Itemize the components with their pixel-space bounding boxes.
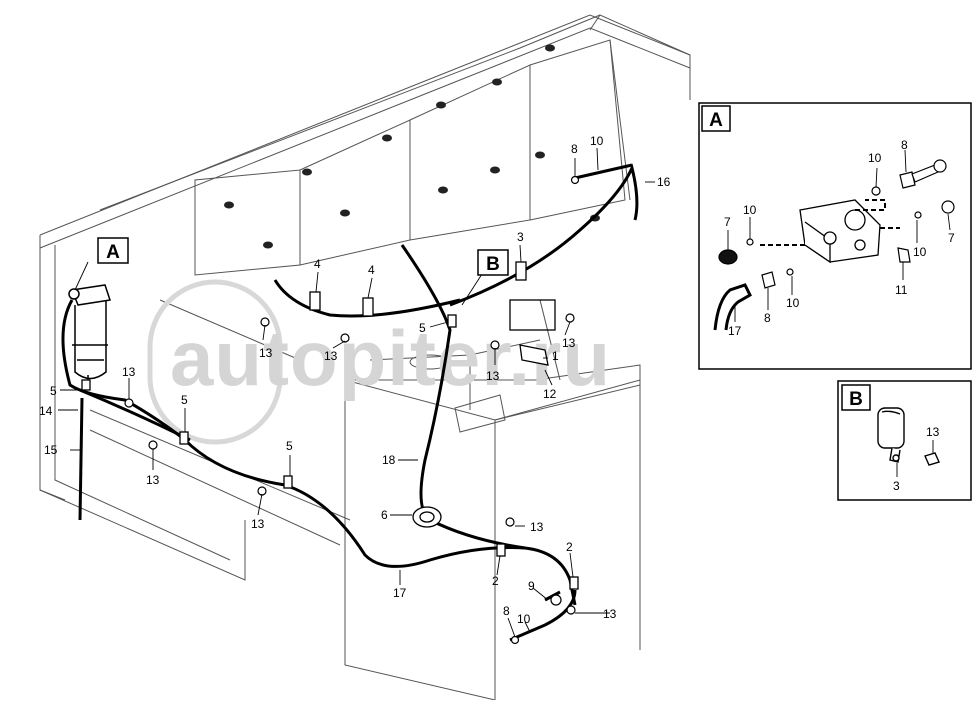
callout-13: 13: [324, 349, 338, 363]
detail-a-callout-10: 10: [913, 245, 927, 259]
fuel-filter-assembly: [68, 284, 111, 390]
detail-a-callout-7: 7: [948, 231, 955, 245]
callout-8: 8: [571, 142, 578, 156]
callout-4: 4: [368, 263, 375, 277]
detail-a-callout-8: 8: [764, 311, 771, 325]
callout-5: 5: [50, 384, 57, 398]
callout-18: 18: [382, 453, 396, 467]
callout-6: 6: [381, 508, 388, 522]
line-clips: [81, 261, 579, 590]
callout-4: 4: [314, 257, 321, 271]
detail-b-leaders: [896, 440, 934, 477]
detail-a-callout-7: 7: [724, 215, 731, 229]
callout-5: 5: [419, 321, 426, 335]
detail-b-callout-13: 13: [926, 425, 940, 439]
callout-13: 13: [259, 346, 273, 360]
callout-10: 10: [517, 612, 531, 626]
callout-13: 13: [530, 520, 544, 534]
detail-flag-b-label: B: [486, 254, 500, 275]
detail-a-callout-8: 8: [901, 138, 908, 152]
callout-1: 1: [552, 349, 559, 363]
callout-13: 13: [562, 336, 576, 350]
fuel-lines: [61, 163, 639, 642]
bolts: [124, 175, 580, 645]
detail-a-callout-10: 10: [786, 296, 800, 310]
callout-13: 13: [251, 517, 265, 531]
callout-3: 3: [517, 230, 524, 244]
callout-14: 14: [39, 404, 53, 418]
leader-lines: [58, 147, 655, 638]
callout-13: 13: [146, 473, 160, 487]
detail-b-panel: B 13 3: [837, 380, 972, 501]
detail-a-callout-11: 11: [895, 283, 908, 297]
callout-5: 5: [181, 393, 188, 407]
detail-flag-b: B: [477, 249, 509, 276]
detail-flag-a: A: [97, 237, 129, 264]
callout-17: 17: [393, 586, 407, 600]
detail-a-callout-10: 10: [743, 203, 757, 217]
detail-a-callouts: 10 8 7 10 10 7 11 17 8 10: [724, 138, 955, 338]
detail-a-leaders: [727, 149, 951, 322]
detail-b-title: B: [849, 389, 863, 410]
callout-12: 12: [543, 387, 557, 401]
callout-2: 2: [566, 540, 573, 554]
callout-13: 13: [603, 607, 617, 621]
detail-a-callout-17: 17: [728, 324, 742, 338]
detail-b-callout-3: 3: [893, 479, 900, 493]
callout-8: 8: [503, 604, 510, 618]
detail-a-title: A: [709, 110, 723, 131]
callout-5: 5: [286, 439, 293, 453]
detail-flag-a-label: A: [106, 242, 120, 263]
hose-clamp: [877, 407, 940, 466]
panel-holes: [224, 44, 600, 249]
callout-16: 16: [657, 175, 671, 189]
callout-9: 9: [528, 579, 535, 593]
callout-13: 13: [486, 369, 500, 383]
detail-a-fittings: [713, 159, 955, 331]
main-callouts: 13 13 13 13 13 13 13 13 13 5 5 5 5 14 15…: [39, 134, 671, 626]
detail-a-dashes: [760, 199, 900, 246]
detail-a-panel: A: [698, 102, 972, 370]
detail-a-callout-10: 10: [868, 151, 882, 165]
callout-15: 15: [44, 443, 58, 457]
callout-13: 13: [122, 365, 136, 379]
callout-10: 10: [590, 134, 604, 148]
callout-2: 2: [492, 574, 499, 588]
